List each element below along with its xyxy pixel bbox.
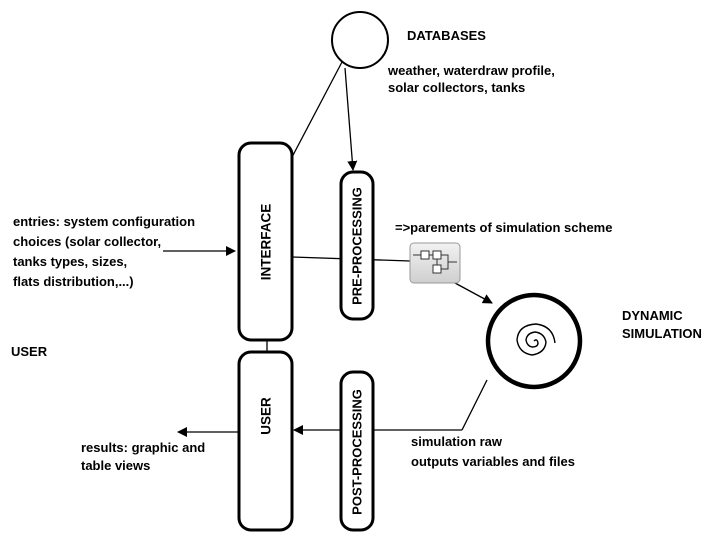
databases-desc-line2: solar collectors, tanks bbox=[388, 80, 525, 95]
simulation-output-line2: outputs variables and files bbox=[411, 454, 575, 469]
results-line1: results: graphic and bbox=[81, 440, 205, 455]
results-line2: table views bbox=[81, 458, 150, 473]
parameters-label: =>parements of simulation scheme bbox=[395, 220, 612, 235]
dynamic-simulation-line2: SIMULATION bbox=[622, 326, 702, 341]
simulation-scheme-icon bbox=[409, 242, 461, 284]
simulation-to-user-arrow bbox=[461, 379, 488, 431]
post-processing-box bbox=[339, 370, 375, 532]
user-box bbox=[237, 350, 294, 532]
database-to-interface-line bbox=[290, 61, 343, 160]
database-to-preprocessing-arrow bbox=[344, 67, 358, 171]
databases-title: DATABASES bbox=[407, 28, 486, 43]
databases-desc-line1: weather, waterdraw profile, bbox=[387, 63, 555, 78]
post-processing-label: POST-PROCESSING bbox=[350, 389, 365, 515]
entries-line1: entries: system configuration bbox=[13, 214, 195, 229]
database-circle-icon bbox=[331, 11, 389, 69]
simulation-output-line1: simulation raw bbox=[411, 434, 503, 449]
entries-line2: choices (solar collector, bbox=[13, 234, 161, 249]
entries-line4: flats distribution,...) bbox=[13, 274, 134, 289]
interface-box bbox=[237, 141, 294, 342]
user-box-label: USER bbox=[259, 397, 274, 435]
interface-label: INTERFACE bbox=[259, 204, 274, 281]
pre-processing-label: PRE-PROCESSING bbox=[350, 187, 365, 305]
scheme-to-simulation-arrow bbox=[454, 282, 493, 304]
dynamic-simulation-line1: DYNAMIC bbox=[622, 308, 683, 323]
user-side-label: USER bbox=[11, 344, 48, 359]
pre-processing-box bbox=[339, 170, 375, 321]
spiral-simulation-icon bbox=[485, 292, 583, 390]
entries-line3: tanks types, sizes, bbox=[13, 254, 127, 269]
